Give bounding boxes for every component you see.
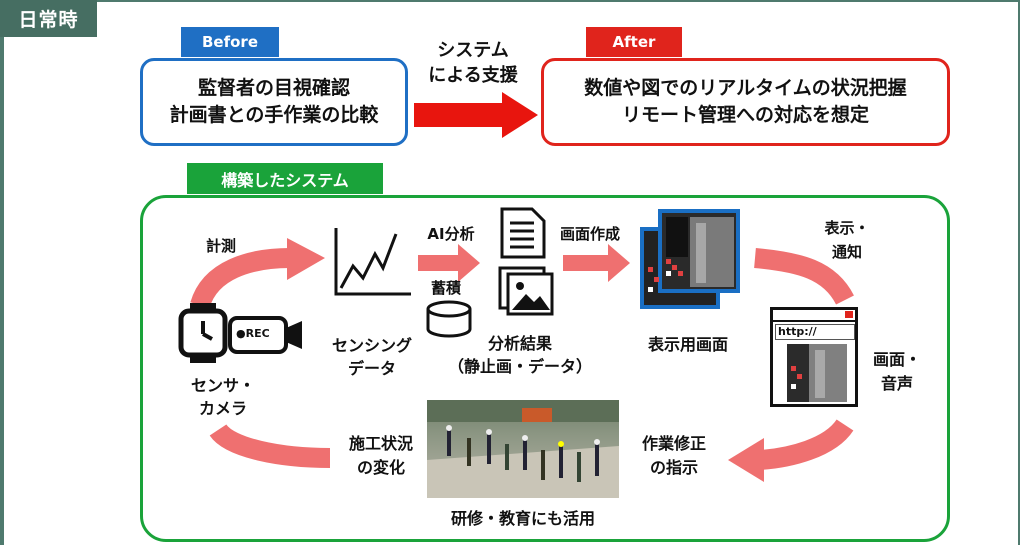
corner-tag: 日常時 [0,0,97,37]
work-correction-line-1: 作業修正 [641,434,706,453]
sensing-data-label: センシング データ [320,334,424,380]
display-notify-line-2: 通知 [831,243,862,261]
after-line-2: リモート管理への対応を想定 [621,104,869,126]
before-line-1: 監督者の目視確認 [197,77,350,99]
work-correction-label: 作業修正 の指示 [626,432,722,480]
transition-label: システム による支援 [413,38,533,88]
transition-line-1: システム [437,40,509,61]
measure-label: 計測 [205,237,236,255]
transition-line-2: による支援 [428,65,518,86]
screen-audio-line-2: 音声 [880,374,913,393]
ai-analysis-label: AI分析 [427,225,475,243]
image-icon [498,266,554,316]
construction-change-label: 施工状況 の変化 [336,432,426,480]
after-box: 数値や図でのリアルタイムの状況把握 リモート管理への対応を想定 [541,58,950,146]
analysis-result-label: 分析結果 （静止画・データ） [446,332,594,378]
before-line-2: 計画書との手作業の比較 [169,104,379,126]
close-icon [845,311,853,318]
after-tab: After [586,27,682,57]
sensor-camera-line-1: センサ・ [190,376,255,395]
document-icon [500,207,546,259]
accumulate-label: 蓄積 [430,279,461,297]
system-box [140,195,950,542]
screen-audio-label: 画面・ 音声 [862,348,932,396]
display-notify-line-1: 表示・ [824,219,870,237]
browser-content-image [787,344,847,402]
display-screen-thumbnail [640,209,740,309]
browser-window-icon: http:// [770,307,858,407]
before-tab: Before [181,27,279,57]
smartwatch-icon [178,303,228,363]
rec-label: ●REC [236,327,270,340]
before-box: 監督者の目視確認 計画書との手作業の比較 [140,58,408,146]
transition-arrow-icon [414,92,538,138]
sensor-camera-line-2: カメラ [198,399,247,418]
screen-creation-label: 画面作成 [559,225,620,243]
display-notify-label: 表示・ 通知 [812,216,882,264]
analysis-result-line-1: 分析結果 [487,334,552,353]
construction-change-line-2: の変化 [356,458,405,477]
sensor-camera-label: センサ・ カメラ [178,374,268,420]
analysis-result-line-2: （静止画・データ） [447,357,592,376]
construction-site-photo [427,400,619,498]
url-bar: http:// [775,324,855,340]
database-icon [426,300,472,338]
system-tab: 構築したシステム [187,163,383,194]
line-chart-icon [334,228,411,296]
construction-change-line-1: 施工状況 [348,434,413,453]
sensing-data-line-1: センシング [331,336,412,355]
screen-audio-line-1: 画面・ [872,350,921,369]
browser-titlebar [773,310,855,322]
camera-rec-icon [228,316,302,354]
work-correction-line-2: の指示 [649,458,698,477]
display-screen-label: 表示用画面 [647,335,728,354]
sensing-data-line-2: データ [347,359,396,378]
training-label: 研修・教育にも活用 [450,509,595,528]
after-line-1: 数値や図でのリアルタイムの状況把握 [584,77,907,99]
